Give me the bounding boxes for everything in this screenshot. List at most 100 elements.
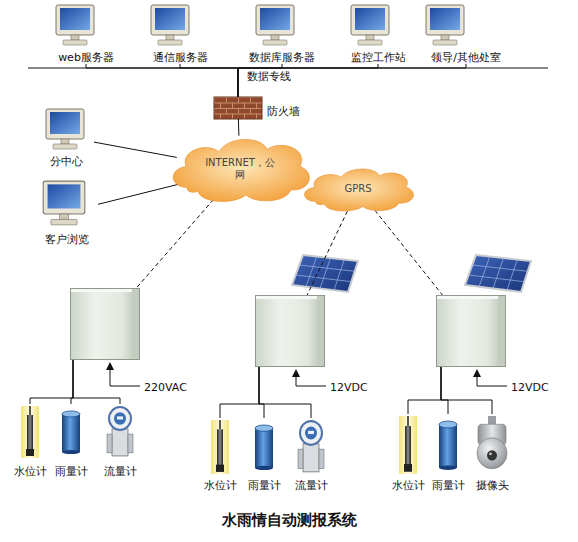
rain-gauge xyxy=(62,411,80,454)
text-group: 水位计 xyxy=(198,479,242,492)
text-group: 通信服务器 xyxy=(142,51,218,64)
connector xyxy=(73,360,120,404)
connector xyxy=(441,367,492,414)
connector xyxy=(136,200,213,288)
sensor-node: 摄像头 xyxy=(470,414,514,492)
power-arrow xyxy=(110,366,140,386)
computer-icon xyxy=(426,5,464,45)
rain-gauge xyxy=(255,425,273,470)
text-group: 领导/其他处室 xyxy=(418,51,514,64)
node-label: 雨量计 xyxy=(426,479,470,492)
computer-icon xyxy=(256,5,294,45)
connector xyxy=(86,64,238,97)
diagram-caption: 水雨情自动测报系统 xyxy=(0,511,578,529)
node-label: GPRS xyxy=(323,183,393,195)
connector xyxy=(30,360,73,404)
connector xyxy=(408,367,441,414)
node-label: 雨量计 xyxy=(242,479,286,492)
node-label: 流量计 xyxy=(98,465,142,478)
connector xyxy=(441,367,448,414)
node-label: 领导/其他处室 xyxy=(418,51,514,64)
computer-icon xyxy=(351,5,389,45)
text-group: GPRS xyxy=(323,183,393,195)
text-group: 220VAC xyxy=(144,381,187,394)
text-group: 摄像头 xyxy=(470,479,514,492)
sensor-node: 流量计 xyxy=(289,418,333,492)
computer-node: 数据库服务器 xyxy=(238,2,326,64)
computer-node: web服务器 xyxy=(48,2,124,64)
cloud-node: INTERNET，公网 xyxy=(165,132,315,206)
text-label: 数据专线 xyxy=(247,70,291,83)
text-group: 12VDC xyxy=(511,381,549,394)
node-label: 水位计 xyxy=(386,479,430,492)
sensor-node: 流量计 xyxy=(98,404,142,478)
cloud-node: GPRS xyxy=(298,164,418,214)
text-group: 数据库服务器 xyxy=(238,51,326,64)
connector xyxy=(259,367,311,418)
node-label: 220VAC xyxy=(144,381,187,394)
sensor-node: 水位计 xyxy=(386,414,430,492)
node-label: 雨量计 xyxy=(49,465,93,478)
text-group: 流量计 xyxy=(98,465,142,478)
water-level-sensor xyxy=(211,420,229,474)
sensor-node: 水位计 xyxy=(8,404,52,478)
sensor-node: 水位计 xyxy=(198,418,242,492)
text-group: 防火墙 xyxy=(267,105,300,118)
cloud-outline xyxy=(173,139,309,201)
text-group: 客户浏览 xyxy=(36,233,98,246)
connector xyxy=(220,367,259,418)
computer-icon xyxy=(43,181,85,225)
node-label: 客户浏览 xyxy=(36,233,98,246)
text-group: 监控工作站 xyxy=(340,51,416,64)
power-arrow xyxy=(296,373,326,386)
computer-node: 分中心 xyxy=(38,106,94,168)
connector xyxy=(238,119,240,136)
node-label: 通信服务器 xyxy=(142,51,218,64)
flow-meter xyxy=(107,407,133,456)
connector xyxy=(238,64,378,97)
text-group: INTERNET，公网 xyxy=(202,157,278,181)
text-group: 流量计 xyxy=(289,479,333,492)
text-group: 雨量计 xyxy=(49,465,93,478)
power-arrow xyxy=(477,373,507,386)
computer-node: 监控工作站 xyxy=(340,2,416,64)
node-label: 水位计 xyxy=(198,479,242,492)
node-label: 流量计 xyxy=(289,479,333,492)
rain-gauge xyxy=(439,421,457,470)
computer-icon xyxy=(46,109,84,149)
solar-panel xyxy=(292,255,358,292)
connector xyxy=(238,64,466,97)
node-label: 数据库服务器 xyxy=(238,51,326,64)
computer-node: 通信服务器 xyxy=(142,2,218,64)
computer-node: 领导/其他处室 xyxy=(418,2,514,64)
firewall-icon xyxy=(214,97,262,119)
node-label: INTERNET，公网 xyxy=(202,157,278,181)
sensor-node: 雨量计 xyxy=(242,418,286,492)
connector xyxy=(180,64,238,97)
connector xyxy=(307,211,347,295)
cabinet-node: 220VAC xyxy=(70,288,140,360)
connector xyxy=(94,142,177,157)
sensor-node: 雨量计 xyxy=(426,414,470,492)
cabinet-node: 12VDC xyxy=(436,295,506,367)
solar-panel xyxy=(465,255,531,292)
node-label: 12VDC xyxy=(330,381,368,394)
text-group: 雨量计 xyxy=(426,479,470,492)
node-label: 摄像头 xyxy=(470,479,514,492)
computer-icon xyxy=(151,5,189,45)
connector xyxy=(259,367,264,418)
connector xyxy=(98,184,180,204)
node-label: 分中心 xyxy=(38,155,94,168)
computer-icon xyxy=(56,5,94,45)
node-label: 水位计 xyxy=(8,465,52,478)
connector xyxy=(375,210,442,295)
cabinet-node: 12VDC xyxy=(255,295,325,367)
text-group: 水位计 xyxy=(386,479,430,492)
node-label: 12VDC xyxy=(511,381,549,394)
water-level-sensor xyxy=(399,416,417,474)
firewall-node: 防火墙 xyxy=(214,97,262,119)
water-level-sensor xyxy=(21,406,39,458)
sensor-node: 雨量计 xyxy=(49,404,93,478)
text-group: web服务器 xyxy=(48,51,124,64)
